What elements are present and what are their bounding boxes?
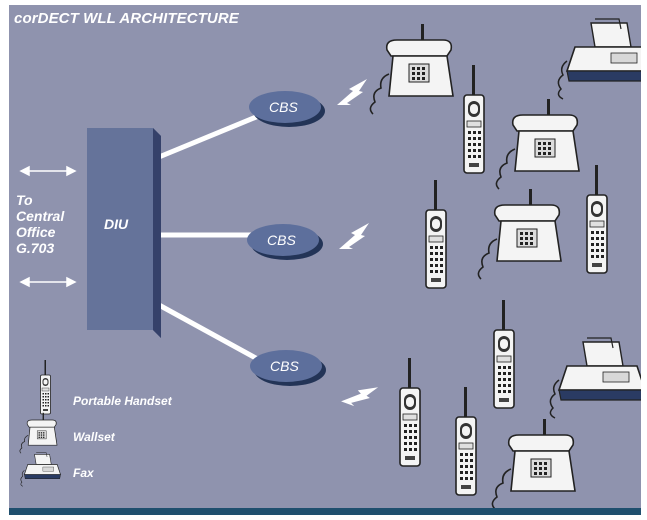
cbs-node-2 <box>247 224 323 260</box>
fax-icon <box>549 337 641 419</box>
central-office-label: To Central Office G.703 <box>16 192 65 256</box>
bottom-bar <box>9 508 641 515</box>
cbs-label: CBS <box>270 358 299 374</box>
diu-block <box>87 128 161 338</box>
cbs-node-3 <box>250 350 326 386</box>
portable-handset-icon <box>586 164 608 274</box>
portable-handset-icon <box>399 357 421 467</box>
lightning-bolt-icon <box>339 223 369 249</box>
wallset-icon <box>19 412 58 454</box>
portable-handset-icon <box>40 359 51 415</box>
cbs-node-1 <box>249 91 325 127</box>
wallset-icon <box>491 418 576 510</box>
diu-label: DIU <box>104 216 129 232</box>
wallset-icon <box>495 98 580 190</box>
double-arrow-icon <box>19 276 77 288</box>
wallset-icon <box>369 23 454 115</box>
portable-handset-icon <box>463 64 485 174</box>
architecture-diagram <box>19 18 641 510</box>
lightning-bolt-icon <box>341 376 379 412</box>
legend-wallset-label: Wallset <box>73 430 115 444</box>
portable-handset-icon <box>455 386 477 496</box>
diagram-title: corDECT WLL ARCHITECTURE <box>14 10 239 27</box>
legend-portable-handset-label: Portable Handset <box>73 394 172 408</box>
fax-icon <box>557 18 641 100</box>
diagram-frame: corDECT WLL ARCHITECTURE To Central Offi… <box>9 5 641 515</box>
portable-handset-icon <box>425 179 447 289</box>
double-arrow-icon <box>19 165 77 177</box>
fax-icon <box>20 452 61 487</box>
link-line-bottom <box>157 302 265 365</box>
cbs-label: CBS <box>267 232 296 248</box>
cbs-label: CBS <box>269 99 298 115</box>
portable-handset-icon <box>493 299 515 409</box>
legend-fax-label: Fax <box>73 466 94 480</box>
lightning-bolt-icon <box>337 79 367 105</box>
wallset-icon <box>477 188 562 280</box>
link-line-top <box>158 112 262 160</box>
